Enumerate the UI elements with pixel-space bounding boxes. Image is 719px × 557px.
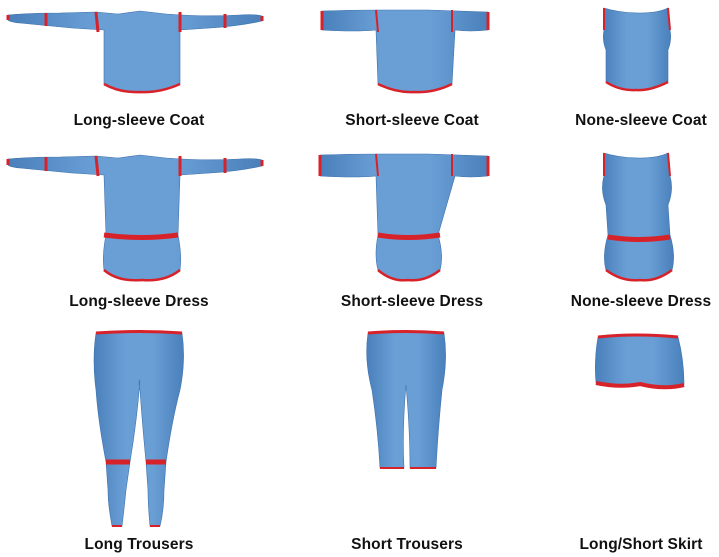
garment-label: Long/Short Skirt xyxy=(579,536,702,554)
garment-label: None-sleeve Dress xyxy=(571,293,711,311)
garment-label: None-sleeve Coat xyxy=(575,112,707,130)
garment-label: Short Trousers xyxy=(351,536,463,554)
garment-label: Long Trousers xyxy=(85,536,194,554)
garment-label: Long-sleeve Dress xyxy=(69,293,209,311)
garment-label: Short-sleeve Dress xyxy=(341,293,483,311)
garment-label: Long-sleeve Coat xyxy=(74,112,205,130)
garment-label: Short-sleeve Coat xyxy=(345,112,479,130)
